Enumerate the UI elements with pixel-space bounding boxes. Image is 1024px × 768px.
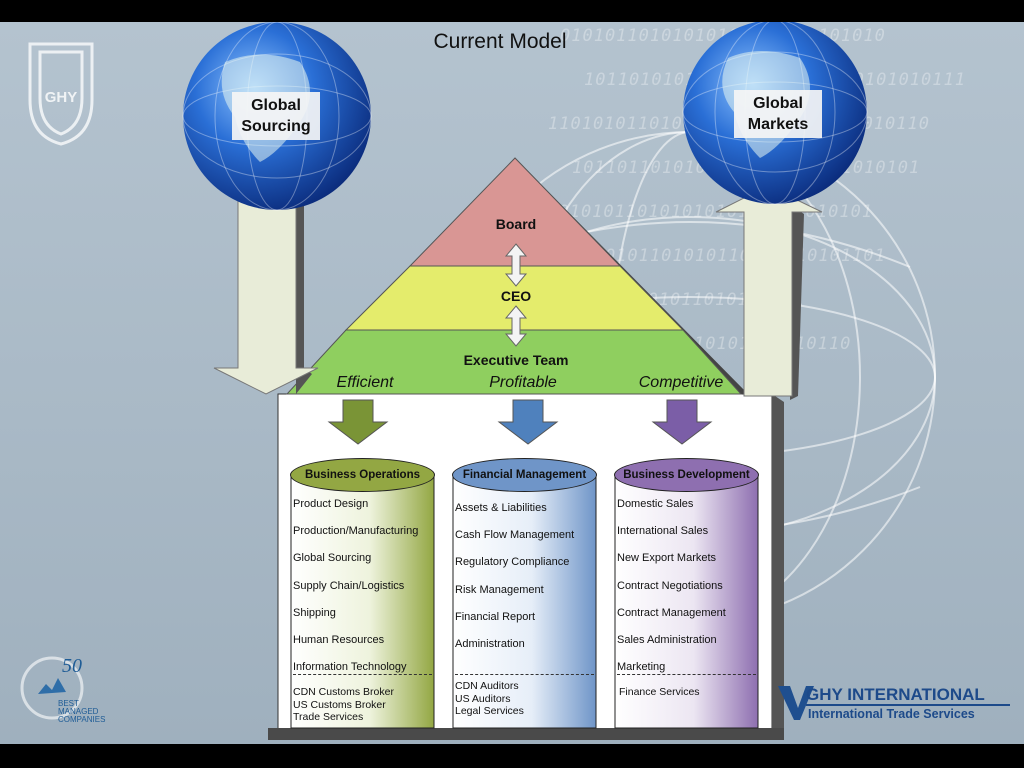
list-item: New Export Markets [617, 552, 717, 565]
cylinder-body-operations [290, 473, 435, 729]
ghy-international-logo: GHY INTERNATIONAL International Trade Se… [778, 685, 1010, 721]
badge-line-1: BEST [58, 699, 79, 708]
arrow-out-shadow [790, 206, 804, 400]
arrow-in-shadow [296, 192, 312, 394]
external-item: Finance Services [619, 686, 700, 698]
globe-label-markets: Global Markets [734, 90, 822, 138]
list-item: Administration [455, 637, 525, 650]
cylinder-body-development [614, 473, 759, 729]
pillar-business-operations: Business Operations Product Design Produ… [290, 458, 435, 728]
house-wall-shadow [772, 394, 784, 730]
pillar-items-operations: Product Design Production/Manufacturing … [293, 498, 432, 688]
badge-line-2: MANAGED [58, 707, 99, 716]
ghy-logo-letters: GHY [45, 89, 78, 106]
external-item: CDN Customs Broker [293, 686, 394, 698]
pillar-separator [293, 674, 432, 675]
page-title: Current Model [433, 30, 567, 53]
layer-label-board: Board [495, 216, 537, 232]
external-item: US Customs Broker [293, 698, 386, 711]
arrow-global-sourcing-in [213, 185, 319, 395]
globe-markets-line1: Global [753, 95, 803, 112]
roof-shadow [515, 158, 748, 394]
list-item: Assets & Liabilities [455, 502, 547, 514]
badge-number: 50 [62, 655, 82, 677]
list-item: Cash Flow Management [455, 529, 575, 542]
house-foundation [268, 728, 784, 740]
list-item: Risk Management [455, 583, 544, 596]
binary-text-row: 10110101101010110101010101101 [560, 246, 886, 266]
globe-markets-line2: Markets [747, 116, 809, 133]
pillar-external-financial: CDN Auditors US Auditors Legal Services [455, 680, 594, 718]
arrow-down-operations [327, 399, 389, 445]
pillar-business-development: Business Development Domestic Sales Inte… [614, 458, 759, 728]
arrow-down-financial [497, 399, 559, 445]
external-item: US Auditors [455, 692, 511, 705]
company-tagline: International Trade Services [808, 707, 975, 721]
pillar-header-operations: Business Operations [290, 458, 435, 492]
company-name: GHY INTERNATIONAL [806, 685, 985, 704]
arrow-down-development [651, 399, 713, 445]
list-item: International Sales [617, 525, 709, 538]
ghy-v-mark-icon [778, 686, 814, 720]
globe-sourcing-line1: Global [251, 97, 301, 114]
double-arrow-board-ceo [504, 243, 528, 287]
external-item: CDN Auditors [455, 680, 519, 692]
maple-leaf-icon [38, 678, 66, 694]
slide: 0101011010101010101011010101010110101011… [0, 22, 1024, 744]
list-item: Regulatory Compliance [455, 556, 570, 569]
list-item: Supply Chain/Logistics [293, 579, 405, 592]
pillar-external-operations: CDN Customs Broker US Customs Broker Tra… [293, 686, 432, 724]
pillar-separator [617, 674, 756, 675]
value-profitable: Profitable [489, 374, 557, 391]
arrow-global-markets-out [715, 185, 823, 397]
pillar-separator [455, 674, 594, 675]
list-item: Human Resources [293, 633, 385, 646]
list-item: Financial Report [455, 610, 536, 623]
pillar-financial-management: Financial Management Assets & Liabilitie… [452, 458, 597, 728]
external-item: Legal Services [455, 705, 524, 717]
value-competitive: Competitive [638, 374, 724, 391]
list-item: Sales Administration [617, 633, 717, 646]
pillar-header-financial: Financial Management [452, 458, 597, 492]
list-item: Contract Negotiations [617, 579, 723, 592]
value-efficient: Efficient [336, 374, 394, 391]
globe-label-sourcing: Global Sourcing [232, 92, 320, 140]
layer-label-ceo: CEO [500, 288, 532, 304]
list-item: Information Technology [293, 661, 407, 674]
list-item: Domestic Sales [617, 498, 694, 510]
list-item: Shipping [293, 606, 336, 619]
cylinder-body-financial [452, 473, 597, 729]
ghy-shield-logo: GHY [28, 42, 94, 146]
pillar-items-financial: Assets & Liabilities Cash Flow Managemen… [455, 502, 594, 665]
list-item: Marketing [617, 661, 666, 674]
layer-label-executive-team: Executive Team [463, 352, 569, 368]
badge-line-3: COMPANIES [58, 715, 105, 724]
external-item: Trade Services [293, 711, 364, 723]
double-arrow-ceo-exec [504, 305, 528, 347]
list-item: Product Design [293, 498, 369, 510]
list-item: Contract Management [617, 606, 726, 619]
best-managed-badge: 50 BEST MANAGED COMPANIES [20, 655, 105, 724]
list-item: Production/Manufacturing [293, 525, 419, 538]
list-item: Global Sourcing [293, 552, 372, 565]
globe-sourcing-line2: Sourcing [241, 118, 311, 135]
pillar-items-development: Domestic Sales International Sales New E… [617, 498, 756, 688]
pillar-external-development: Finance Services [619, 686, 756, 699]
pillar-header-development: Business Development [614, 458, 759, 492]
